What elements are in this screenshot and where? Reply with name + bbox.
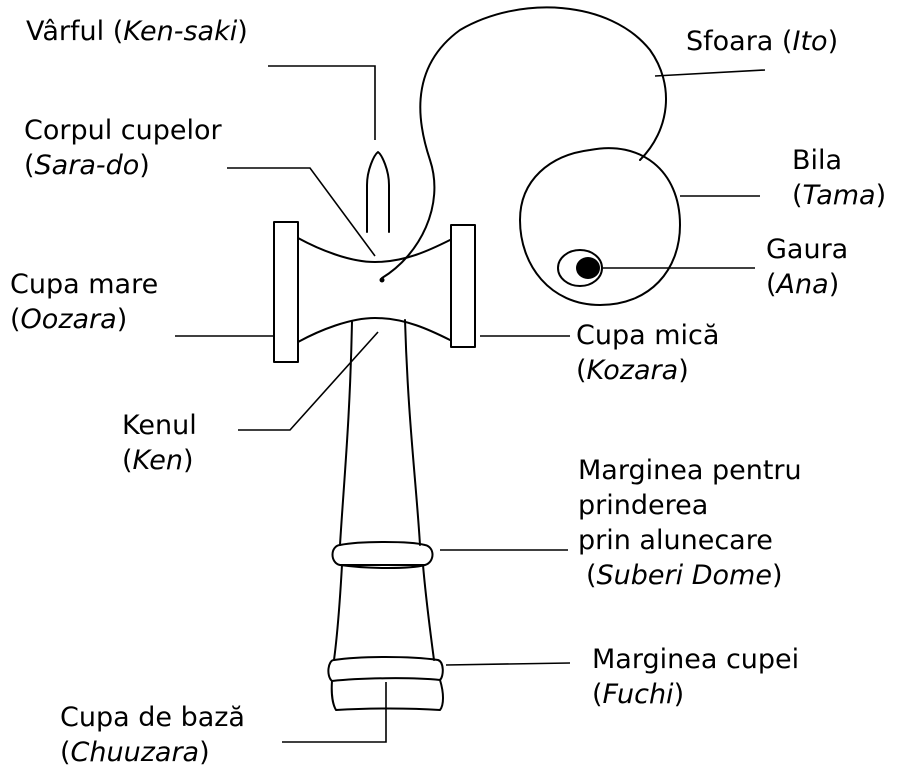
label-cupa-mare-line2: (Oozara) (10, 302, 158, 337)
string-ito (382, 7, 666, 278)
label-corpul-line2: (Sara-do) (24, 148, 222, 183)
label-bila-open: ( (792, 180, 803, 211)
label-gaura-line1: Gaura (766, 232, 848, 267)
label-kenul-close: ) (183, 445, 194, 476)
label-cupa-mare: Cupa mare (Oozara) (10, 267, 158, 337)
label-cupa-mica-close: ) (678, 355, 689, 386)
label-marginea-line1: Marginea pentru (578, 453, 802, 488)
label-sfoara-close: ) (828, 26, 839, 57)
label-corpul-line1: Corpul cupelor (24, 113, 222, 148)
label-marginea-open: ( (586, 560, 597, 591)
label-kenul-open: ( (122, 445, 133, 476)
label-marginea: Marginea pentru prinderea prin alunecare… (578, 453, 802, 593)
label-fuchi-open: ( (592, 679, 603, 710)
label-marginea-close: ) (772, 560, 783, 591)
label-corpul-open: ( (24, 150, 35, 181)
label-corpul-term: Sara-do (35, 150, 140, 181)
label-fuchi-line1: Marginea cupei (592, 642, 799, 677)
label-marginea-term: Suberi Dome (597, 560, 772, 591)
ken-handle (340, 320, 420, 545)
label-sfoara-term: Ito (792, 26, 827, 57)
label-varful-name: Vârful ( (26, 16, 123, 47)
label-gaura-term: Ana (777, 269, 829, 300)
label-bila-term: Tama (803, 180, 876, 211)
spike-ken-saki (367, 152, 389, 232)
label-fuchi-close: ) (674, 679, 685, 710)
label-marginea-line2: prinderea (578, 488, 802, 523)
label-kenul-term: Ken (133, 445, 183, 476)
suberi-dome-ring (333, 542, 433, 568)
label-baza: Cupa de bază (Chuuzara) (60, 700, 245, 770)
label-gaura-open: ( (766, 269, 777, 300)
label-corpul-close: ) (139, 150, 150, 181)
label-baza-close: ) (199, 737, 210, 768)
label-cupa-mare-line1: Cupa mare (10, 267, 158, 302)
ball-tama (520, 148, 680, 305)
leader-kenul (238, 332, 378, 430)
label-cupa-mica-line1: Cupa mică (576, 318, 719, 353)
label-corpul: Corpul cupelor (Sara-do) (24, 113, 222, 183)
sara-do-hole (380, 278, 385, 283)
label-cupa-mica-line2: (Kozara) (576, 353, 719, 388)
label-gaura-close: ) (829, 269, 840, 300)
label-kenul-line1: Kenul (122, 408, 197, 443)
label-cupa-mare-term: Oozara (21, 304, 117, 335)
label-gaura: Gaura (Ana) (766, 232, 848, 302)
label-kenul-line2: (Ken) (122, 443, 197, 478)
label-cupa-mare-open: ( (10, 304, 21, 335)
label-bila-line2: (Tama) (792, 178, 886, 213)
label-marginea-line3: prin alunecare (578, 523, 802, 558)
label-varful-term: Ken-saki (123, 16, 237, 47)
base-cup-body (334, 565, 434, 660)
label-baza-term: Chuuzara (71, 737, 200, 768)
hole-ana-inner (576, 257, 600, 279)
label-bila-close: ) (876, 180, 887, 211)
label-fuchi: Marginea cupei (Fuchi) (592, 642, 799, 712)
leader-fuchi (446, 663, 570, 665)
leader-sfoara (655, 70, 765, 76)
leader-varful (268, 66, 375, 140)
label-sfoara-name: Sfoara ( (686, 26, 792, 57)
label-cupa-mare-close: ) (117, 304, 128, 335)
leader-lines (175, 66, 765, 742)
label-varful-close: ) (237, 16, 248, 47)
leader-corpul (227, 168, 375, 256)
label-fuchi-term: Fuchi (603, 679, 674, 710)
label-kenul: Kenul (Ken) (122, 408, 197, 478)
label-baza-line1: Cupa de bază (60, 700, 245, 735)
label-cupa-mica: Cupa mică (Kozara) (576, 318, 719, 388)
small-cup-kozara (451, 225, 475, 347)
big-cup-oozara (274, 222, 298, 362)
leader-baza (282, 682, 386, 742)
label-marginea-line4: (Suberi Dome) (578, 558, 802, 593)
label-sfoara: Sfoara (Ito) (686, 24, 838, 59)
label-bila: Bila (Tama) (792, 143, 886, 213)
label-varful: Vârful (Ken-saki) (26, 14, 248, 49)
label-fuchi-line2: (Fuchi) (592, 677, 799, 712)
label-baza-line2: (Chuuzara) (60, 735, 245, 770)
label-bila-line1: Bila (792, 143, 886, 178)
label-cupa-mica-term: Kozara (587, 355, 679, 386)
label-cupa-mica-open: ( (576, 355, 587, 386)
label-gaura-line2: (Ana) (766, 267, 848, 302)
label-baza-open: ( (60, 737, 71, 768)
